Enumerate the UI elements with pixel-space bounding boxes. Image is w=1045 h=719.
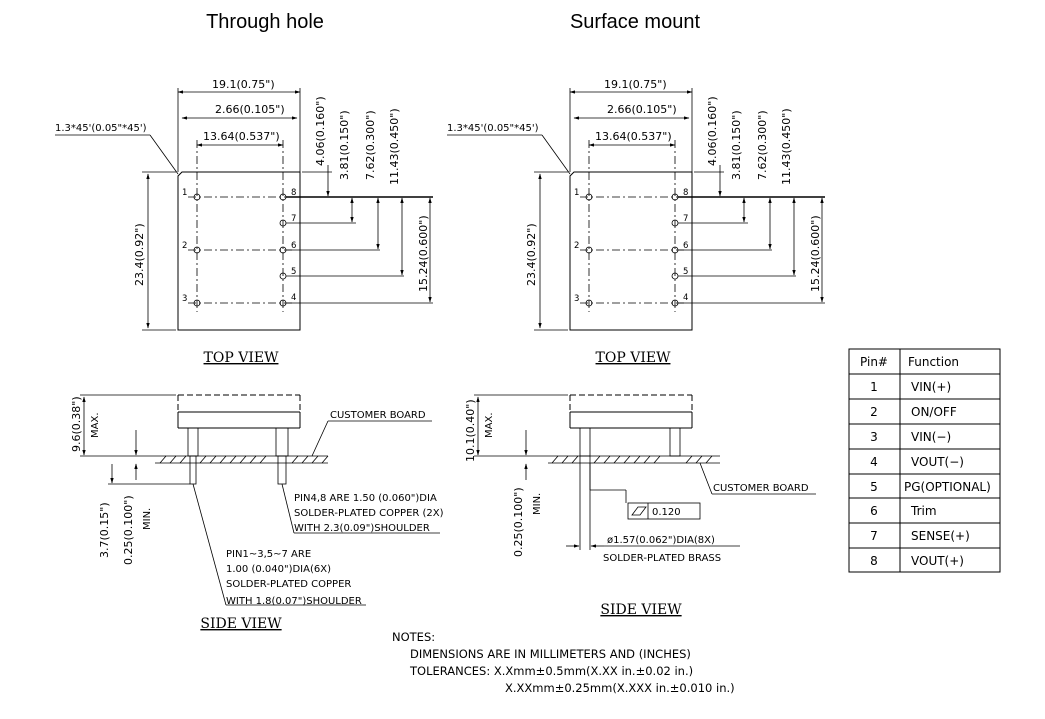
dia-label: ø1.57(0.062")DIA(8X) bbox=[607, 535, 715, 546]
note-pin48-3: WITH 2.3(0.09")SHOULDER bbox=[294, 523, 430, 534]
table-cell-pin: 8 bbox=[870, 554, 878, 568]
pin-label-6: 6 bbox=[683, 241, 688, 251]
table-cell-function: VOUT(+) bbox=[911, 554, 964, 568]
dim-height: 23.4(0.92") bbox=[525, 223, 538, 286]
pin-label-1: 1 bbox=[574, 188, 579, 198]
dim-d3: 7.62(0.300") bbox=[364, 110, 377, 180]
pin-label-2: 2 bbox=[182, 241, 187, 251]
notes-line-1: DIMENSIONS ARE IN MILLIMETERS AND (INCHE… bbox=[410, 647, 691, 661]
pin-label-6: 6 bbox=[291, 241, 296, 251]
dim-d4: 11.43(0.450") bbox=[388, 108, 401, 185]
dim-width: 19.1(0.75") bbox=[604, 78, 667, 91]
pin-label-8: 8 bbox=[291, 188, 296, 198]
label-top-view: TOP VIEW bbox=[204, 350, 280, 366]
pin-label-7: 7 bbox=[291, 214, 296, 224]
dim-d4: 11.43(0.450") bbox=[780, 108, 793, 185]
table-cell-pin: 5 bbox=[870, 480, 878, 494]
dim-d1: 4.06(0.160") bbox=[706, 96, 719, 166]
pin-label-5: 5 bbox=[683, 267, 688, 277]
side-sm-max: MAX. bbox=[484, 413, 495, 439]
note-pin1-1: PIN1~3,5~7 ARE bbox=[226, 549, 311, 560]
dim-d1: 4.06(0.160") bbox=[314, 96, 327, 166]
table-cell-pin: 4 bbox=[870, 455, 878, 469]
pin-label-4: 4 bbox=[683, 293, 688, 303]
dim-width: 19.1(0.75") bbox=[212, 78, 275, 91]
dim-pin-spacing: 13.64(0.537") bbox=[595, 130, 672, 143]
notes-line-3: X.XXmm±0.25mm(X.XXX in.±0.010 in.) bbox=[505, 681, 735, 695]
pin-label-8: 8 bbox=[683, 188, 688, 198]
side-th-height: 9.6(0.38") bbox=[70, 396, 83, 452]
table-cell-pin: 1 bbox=[870, 380, 878, 394]
dim-d2: 3.81(0.150") bbox=[338, 110, 351, 180]
table-cell-pin: 7 bbox=[870, 529, 878, 543]
note-pin48-1: PIN4,8 ARE 1.50 (0.060")DIA bbox=[294, 493, 437, 504]
dim-chamfer: 1.3*45'(0.05"*45') bbox=[55, 123, 147, 134]
pin-label-3: 3 bbox=[574, 294, 579, 304]
side-sm-min: MIN. bbox=[532, 493, 543, 515]
table-cell-pin: 6 bbox=[870, 504, 878, 518]
side-sm-height: 10.1(0.40") bbox=[464, 399, 477, 462]
table-header-function: Function bbox=[908, 355, 959, 369]
dim-d3: 7.62(0.300") bbox=[756, 110, 769, 180]
table-cell-function: VIN(+) bbox=[911, 380, 951, 394]
side-th-min: MIN. bbox=[142, 508, 153, 530]
note-pin48-2: SOLDER-PLATED COPPER (2X) bbox=[294, 508, 444, 519]
notes-title: NOTES: bbox=[392, 630, 435, 644]
flatness-icon bbox=[631, 506, 647, 516]
flatness-value: 0.120 bbox=[652, 507, 681, 518]
table-cell-function: SENSE(+) bbox=[911, 529, 970, 543]
side-sm-standoff: 0.25(0.100") bbox=[512, 487, 525, 557]
pin-label-3: 3 bbox=[182, 294, 187, 304]
table-header-pin: Pin# bbox=[860, 355, 888, 369]
side-th-pin-length: 3.7(0.15") bbox=[98, 502, 111, 558]
notes-block: NOTES: DIMENSIONS ARE IN MILLIMETERS AND… bbox=[392, 630, 735, 695]
pin-label-4: 4 bbox=[291, 293, 296, 303]
pin-label-1: 1 bbox=[182, 188, 187, 198]
notes-line-2: TOLERANCES: X.Xmm±0.5mm(X.XX in.±0.02 in… bbox=[409, 664, 693, 678]
note-pin1-2: 1.00 (0.040")DIA(6X) bbox=[226, 564, 331, 575]
heading-surface-mount: Surface mount bbox=[570, 11, 701, 33]
table-cell-pin: 3 bbox=[870, 430, 878, 444]
label-customer-board: CUSTOMER BOARD bbox=[330, 410, 426, 421]
dim-height: 23.4(0.92") bbox=[133, 223, 146, 286]
dim-pin-offset: 2.66(0.105") bbox=[215, 103, 285, 116]
table-cell-function: ON/OFF bbox=[911, 405, 957, 419]
table-cell-pin: 2 bbox=[870, 405, 878, 419]
dim-d5: 15.24(0.600") bbox=[417, 215, 430, 292]
side-th-standoff: 0.25(0.100") bbox=[122, 495, 135, 565]
label-customer-board: CUSTOMER BOARD bbox=[713, 483, 809, 494]
dim-d5: 15.24(0.600") bbox=[809, 215, 822, 292]
pin-function-table: Pin# Function 1 VIN(+) 2 ON/OFF 3 VIN(−)… bbox=[848, 348, 1001, 573]
material-label: SOLDER-PLATED BRASS bbox=[603, 553, 721, 564]
surface-mount-side-view: CUSTOMER BOARD 0.120 10.1(0.40") MAX. 0.… bbox=[464, 394, 816, 618]
pin-label-2: 2 bbox=[574, 241, 579, 251]
label-side-view: SIDE VIEW bbox=[200, 616, 282, 632]
side-th-max: MAX. bbox=[90, 413, 101, 439]
through-hole-side-view: CUSTOMER BOARD 9.6(0.38") MAX. 3.7(0.15"… bbox=[70, 394, 444, 632]
surface-mount-top-view: 19.1(0.75") 2.66(0.105") 13.64(0.537") 1… bbox=[447, 78, 825, 366]
note-pin1-4: WITH 1.8(0.07")SHOULDER bbox=[226, 596, 362, 607]
dim-pin-spacing: 13.64(0.537") bbox=[203, 130, 280, 143]
table-cell-function: Trim bbox=[910, 504, 937, 518]
note-pin1-3: SOLDER-PLATED COPPER bbox=[226, 579, 351, 590]
through-hole-top-view: 19.1(0.75") 2.66(0.105") 13.64(0.537") 1… bbox=[55, 78, 433, 366]
label-top-view: TOP VIEW bbox=[596, 350, 672, 366]
dim-chamfer: 1.3*45'(0.05"*45') bbox=[447, 123, 539, 134]
label-side-view: SIDE VIEW bbox=[600, 602, 682, 618]
dim-pin-offset: 2.66(0.105") bbox=[607, 103, 677, 116]
table-cell-function: VIN(−) bbox=[911, 430, 951, 444]
pin-label-5: 5 bbox=[291, 267, 296, 277]
dim-d2: 3.81(0.150") bbox=[730, 110, 743, 180]
table-cell-function: VOUT(−) bbox=[911, 455, 964, 469]
heading-through-hole: Through hole bbox=[206, 11, 324, 33]
table-cell-function: PG(OPTIONAL) bbox=[904, 480, 991, 494]
pin-label-7: 7 bbox=[683, 214, 688, 224]
